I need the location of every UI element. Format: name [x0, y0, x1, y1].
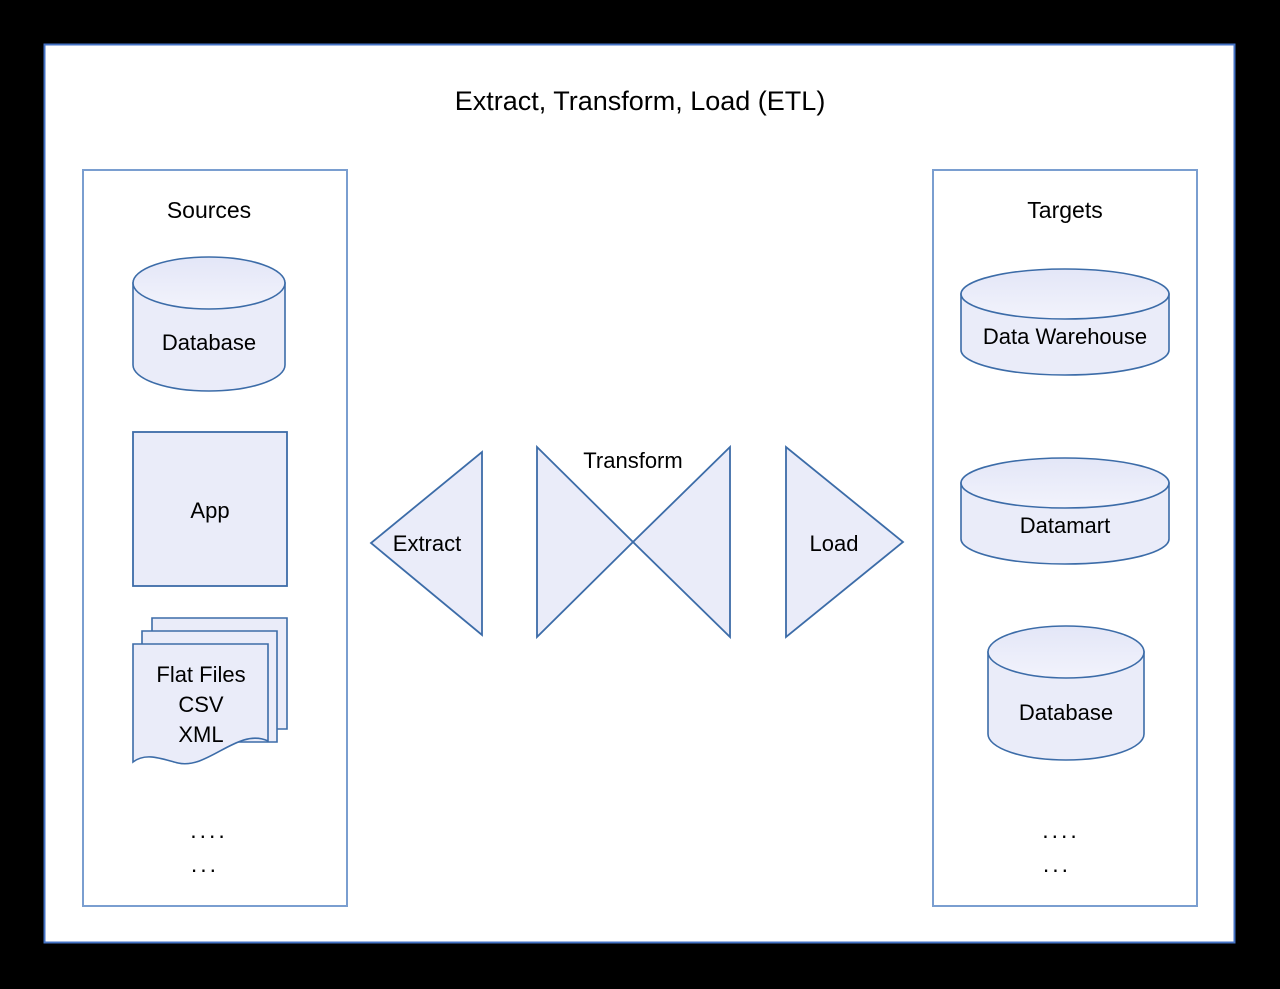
cylinder-top: [132, 256, 286, 310]
node-label-target-database: Database: [1019, 700, 1113, 725]
stage-label-load: Load: [810, 531, 859, 556]
transform-triangle-right: [631, 444, 731, 640]
stage-label-extract: Extract: [393, 531, 461, 556]
panel-sources: Sources Database App Flat Files CSV XML: [82, 169, 348, 907]
extract-triangle: [369, 450, 483, 637]
node-source-app[interactable]: App: [132, 431, 288, 587]
node-label-flat-files-line2: CSV: [178, 692, 224, 717]
node-target-datamart[interactable]: Datamart: [960, 457, 1170, 565]
node-target-database[interactable]: Database: [987, 625, 1145, 761]
node-source-flat-files[interactable]: Flat Files CSV XML: [132, 617, 288, 765]
app-box: [132, 431, 288, 587]
panel-targets: Targets Data Warehouse Datamart Database…: [932, 169, 1198, 907]
node-label-flat-files-line3: XML: [178, 722, 223, 747]
cylinder-top: [960, 457, 1170, 509]
node-label-source-app: App: [190, 498, 229, 523]
targets-panel-title: Targets: [1027, 197, 1102, 223]
node-target-data-warehouse[interactable]: Data Warehouse: [960, 268, 1170, 376]
node-label-target-datamart: Datamart: [1020, 513, 1110, 538]
stage-load[interactable]: Load: [785, 445, 905, 639]
node-label-target-data-warehouse: Data Warehouse: [983, 324, 1147, 349]
node-label-flat-files-line1: Flat Files: [156, 662, 245, 687]
stage-extract[interactable]: Extract: [369, 450, 483, 637]
transform-triangle-left: [536, 444, 635, 640]
document-sheet-front: [132, 643, 269, 765]
targets-ellipsis-line2: ...: [1043, 851, 1071, 877]
load-triangle: [785, 445, 905, 639]
stage-label-transform: Transform: [583, 448, 682, 473]
targets-ellipsis-line1: ....: [1042, 817, 1080, 843]
node-label-source-database: Database: [162, 330, 256, 355]
cylinder-top: [987, 625, 1145, 679]
cylinder-top: [960, 268, 1170, 320]
stage-transform[interactable]: Transform: [536, 444, 731, 640]
diagram-title: Extract, Transform, Load (ETL): [455, 86, 826, 116]
sources-ellipsis-line1: ....: [190, 817, 228, 843]
cylinder-body: [132, 282, 286, 392]
node-source-database[interactable]: Database: [132, 256, 286, 392]
sources-ellipsis-line2: ...: [191, 851, 219, 877]
sources-panel-title: Sources: [167, 197, 251, 223]
cylinder-body: [987, 651, 1145, 761]
